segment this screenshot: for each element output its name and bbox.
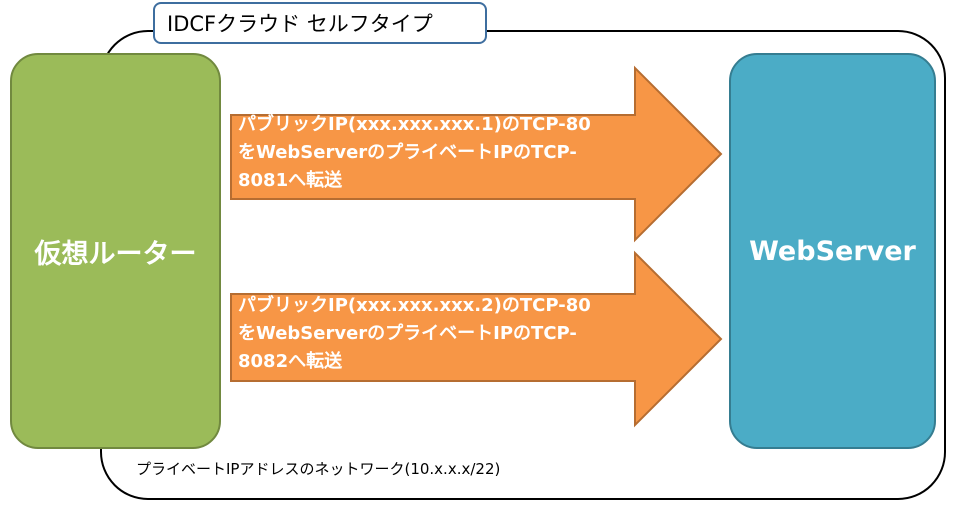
webserver-node: WebServer bbox=[729, 53, 936, 449]
forward-rule-1: パブリックIP(xxx.xxx.xxx.1)のTCP-80 をWebServer… bbox=[238, 114, 591, 191]
router-label: 仮想ルーター bbox=[34, 238, 197, 270]
virtual-router-node: 仮想ルーター bbox=[10, 53, 221, 449]
arrow-shape-2 bbox=[230, 250, 723, 428]
forward-arrow-2: パブリックIP(xxx.xxx.xxx.2)のTCP-80 をWebServer… bbox=[228, 250, 726, 428]
arrow-shape-1 bbox=[230, 65, 723, 243]
forward-rule-2: パブリックIP(xxx.xxx.xxx.2)のTCP-80 をWebServer… bbox=[238, 295, 591, 372]
server-label: WebServer bbox=[749, 235, 916, 267]
cloud-title: IDCFクラウド セルフタイプ bbox=[153, 2, 487, 44]
network-label: プライベートIPアドレスのネットワーク(10.x.x.x/22) bbox=[136, 460, 501, 478]
forward-arrow-1: パブリックIP(xxx.xxx.xxx.1)のTCP-80 をWebServer… bbox=[228, 65, 726, 243]
